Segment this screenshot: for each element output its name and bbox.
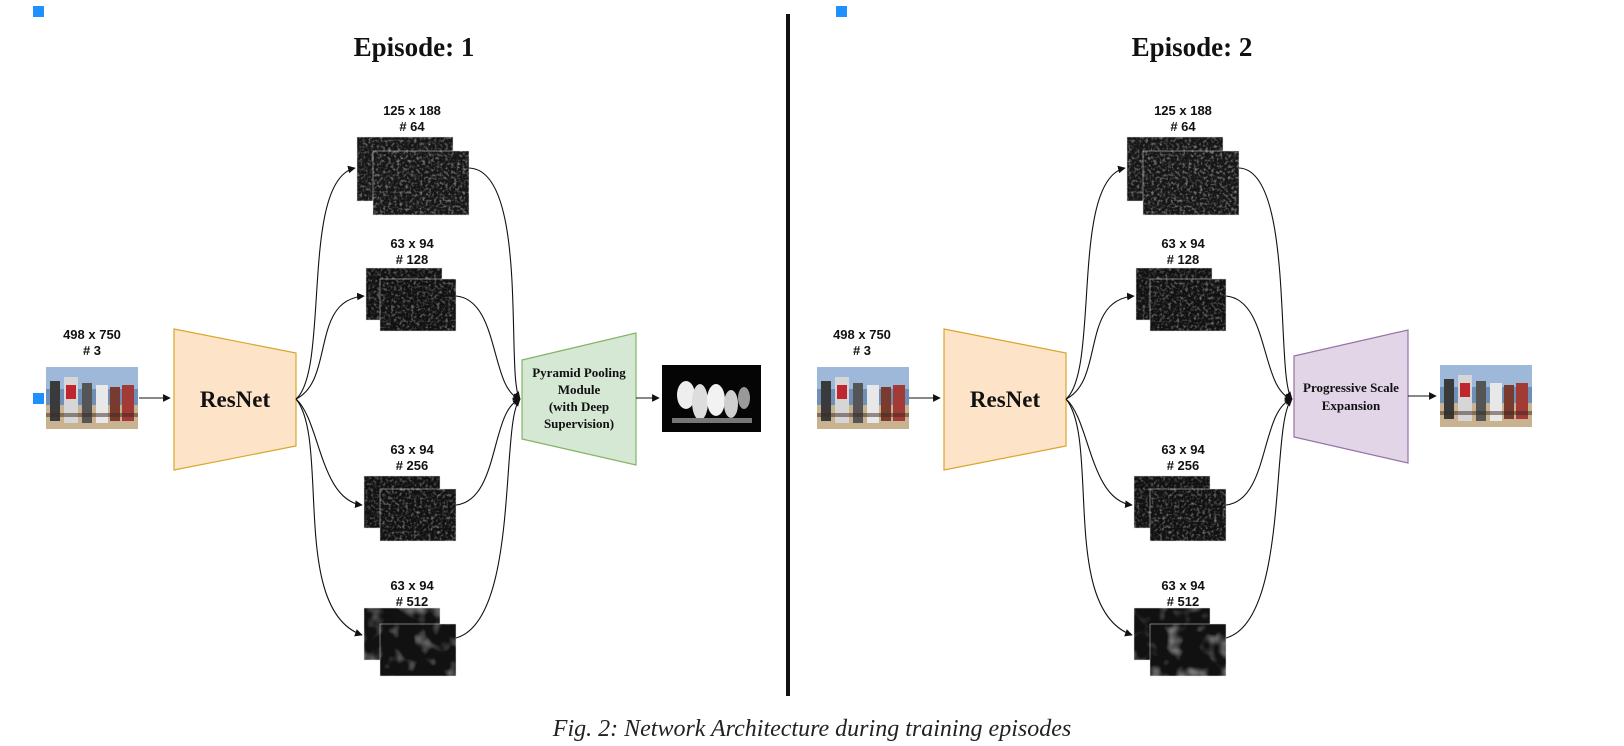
input-channels-label: # 3 bbox=[83, 343, 101, 358]
fm256-to-module-edge bbox=[455, 397, 521, 506]
input-image bbox=[817, 367, 909, 429]
feature-map-channels-label: # 128 bbox=[396, 252, 429, 267]
figure-caption: Fig. 2: Network Architecture during trai… bbox=[552, 716, 1071, 742]
input-size-label: 498 x 750 bbox=[833, 327, 891, 342]
feature-map-size-label: 125 x 188 bbox=[1154, 103, 1212, 118]
feature-map-512 bbox=[1133, 607, 1227, 677]
feature-map-size-label: 63 x 94 bbox=[1161, 578, 1205, 593]
progressive-scale-expansion-block bbox=[1293, 329, 1409, 464]
feature-map-64 bbox=[1126, 136, 1240, 216]
feature-map-channels-label: # 512 bbox=[1167, 594, 1200, 609]
feature-map-channels-label: # 256 bbox=[396, 458, 429, 473]
feature-map-size-label: 63 x 94 bbox=[390, 236, 434, 251]
feature-map-512 bbox=[363, 607, 457, 677]
module-label-line: Supervision) bbox=[544, 416, 614, 431]
feature-map-channels-label: # 512 bbox=[396, 594, 429, 609]
fm64-to-module-edge bbox=[468, 167, 521, 400]
pyramid-pooling-module-block bbox=[521, 332, 637, 466]
feature-map-channels-label: # 64 bbox=[399, 119, 425, 134]
resnet-label: ResNet bbox=[200, 387, 271, 412]
module-label-line: (with Deep bbox=[549, 399, 609, 414]
fm128-to-module-edge bbox=[1225, 295, 1293, 401]
fm512-to-module-edge bbox=[1225, 398, 1293, 639]
episode-2-panel: Episode: 2 498 x 750 # 3 ResNet 125 x 18… bbox=[817, 32, 1532, 677]
resnet-to-fm64-edge bbox=[295, 165, 356, 400]
feature-map-size-label: 63 x 94 bbox=[1161, 236, 1205, 251]
input-channels-label: # 3 bbox=[853, 343, 871, 358]
feature-map-256 bbox=[1133, 475, 1227, 542]
module-label-line: Module bbox=[558, 382, 601, 397]
resnet-encoder-block bbox=[943, 328, 1067, 471]
feature-map-128 bbox=[1135, 267, 1227, 332]
episode-1-panel: Episode: 1 498 x 750 # 3 ResNet 125 x 18… bbox=[46, 32, 761, 677]
input-image bbox=[46, 367, 138, 429]
feature-map-256 bbox=[363, 475, 457, 542]
resnet-label: ResNet bbox=[970, 387, 1041, 412]
resnet-to-fm256-edge bbox=[295, 398, 363, 508]
resnet-encoder-block bbox=[173, 328, 297, 471]
segmentation-output-image bbox=[662, 365, 761, 432]
resnet-to-fm64-edge bbox=[1065, 165, 1126, 400]
feature-map-channels-label: # 256 bbox=[1167, 458, 1200, 473]
input-size-label: 498 x 750 bbox=[63, 327, 121, 342]
resnet-to-fm512-edge bbox=[1065, 398, 1133, 637]
feature-map-128 bbox=[365, 267, 457, 332]
module-label-line: Expansion bbox=[1322, 398, 1381, 413]
resnet-to-fm128-edge bbox=[295, 292, 365, 400]
marker-square bbox=[836, 6, 847, 17]
feature-map-size-label: 63 x 94 bbox=[390, 442, 434, 457]
feature-map-channels-label: # 128 bbox=[1167, 252, 1200, 267]
marker-square bbox=[33, 393, 44, 404]
resnet-to-fm128-edge bbox=[1065, 292, 1135, 400]
fm512-to-module-edge bbox=[455, 398, 521, 639]
fm256-to-module-edge bbox=[1225, 397, 1293, 506]
module-label-line: Progressive Scale bbox=[1303, 380, 1399, 395]
feature-map-channels-label: # 64 bbox=[1170, 119, 1196, 134]
episode-1-title: Episode: 1 bbox=[354, 32, 475, 62]
module-label-line: Pyramid Pooling bbox=[532, 365, 626, 380]
fm128-to-module-edge bbox=[455, 295, 521, 401]
marker-square bbox=[33, 6, 44, 17]
fm64-to-module-edge bbox=[1238, 167, 1293, 400]
episode-2-title: Episode: 2 bbox=[1132, 32, 1253, 62]
output-image bbox=[1440, 365, 1532, 427]
feature-map-64 bbox=[356, 136, 470, 216]
resnet-to-fm256-edge bbox=[1065, 398, 1133, 508]
feature-map-size-label: 63 x 94 bbox=[390, 578, 434, 593]
resnet-to-fm512-edge bbox=[295, 398, 363, 637]
feature-map-size-label: 63 x 94 bbox=[1161, 442, 1205, 457]
feature-map-size-label: 125 x 188 bbox=[383, 103, 441, 118]
